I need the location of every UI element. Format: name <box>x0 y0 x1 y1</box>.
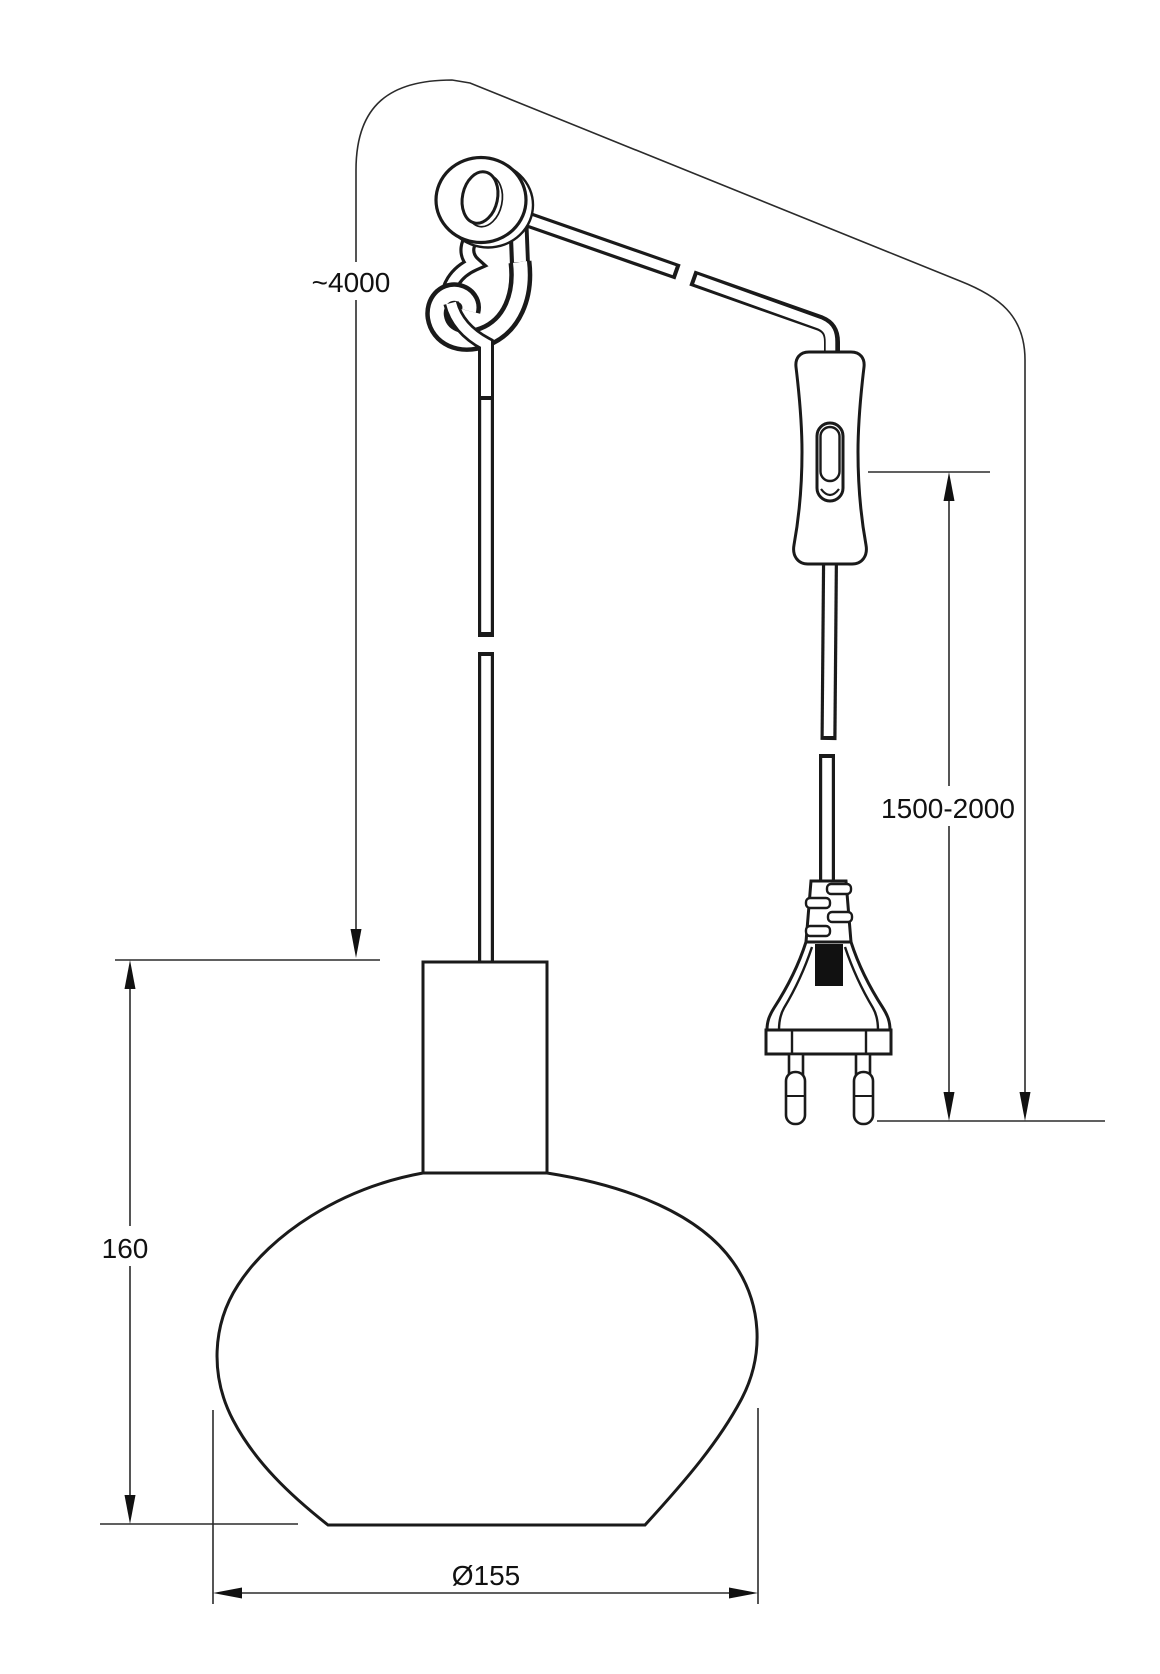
lamp-socket-cap <box>421 960 549 1175</box>
cable-length-label: ~4000 <box>312 267 391 298</box>
shade-height-label: 160 <box>102 1233 149 1264</box>
arrow-cable-left-end <box>350 929 362 958</box>
label-mask <box>308 262 394 300</box>
arrow-range-bottom <box>943 1092 955 1121</box>
lamp-shade <box>215 1171 759 1527</box>
strain-relief-rib <box>804 896 832 910</box>
plug-bell-inner-left <box>777 946 814 1031</box>
arrow-diameter-left <box>213 1587 242 1599</box>
lamp <box>215 960 759 1527</box>
arrow-range-top <box>943 472 955 501</box>
plug-bell-inner-right <box>843 946 880 1031</box>
shade-diameter-label: Ø155 <box>452 1560 521 1591</box>
strain-relief-rib <box>826 910 854 924</box>
arrow-height-bottom <box>124 1495 136 1524</box>
dimension-lines <box>100 79 1105 1604</box>
label-mask <box>878 786 1018 826</box>
arrow-diameter-right <box>729 1587 758 1599</box>
label-mask <box>98 1226 152 1266</box>
switch-well-arc <box>820 488 840 497</box>
cable-length-guide-path <box>355 79 1026 1092</box>
euro-power-plug <box>764 879 893 1126</box>
strain-relief-rib <box>804 924 832 938</box>
plug-pin-left <box>784 1070 807 1126</box>
dimension-arrows <box>124 472 1031 1599</box>
arrow-height-top <box>124 960 136 989</box>
dimension-labels: ~4000 1500-2000 160 Ø155 <box>98 262 1018 1591</box>
hook-ring-hole <box>460 170 500 225</box>
plug-label <box>815 944 843 986</box>
switch-slider-knob <box>819 425 841 483</box>
ceiling-hook <box>425 155 535 400</box>
arrow-cable-right-end <box>1019 1092 1031 1121</box>
inline-cord-switch <box>792 350 868 566</box>
plug-pin-right <box>852 1070 875 1126</box>
plug-flange <box>764 1028 893 1056</box>
strain-relief-rib <box>825 882 853 896</box>
switch-to-plug-label: 1500-2000 <box>881 793 1015 824</box>
